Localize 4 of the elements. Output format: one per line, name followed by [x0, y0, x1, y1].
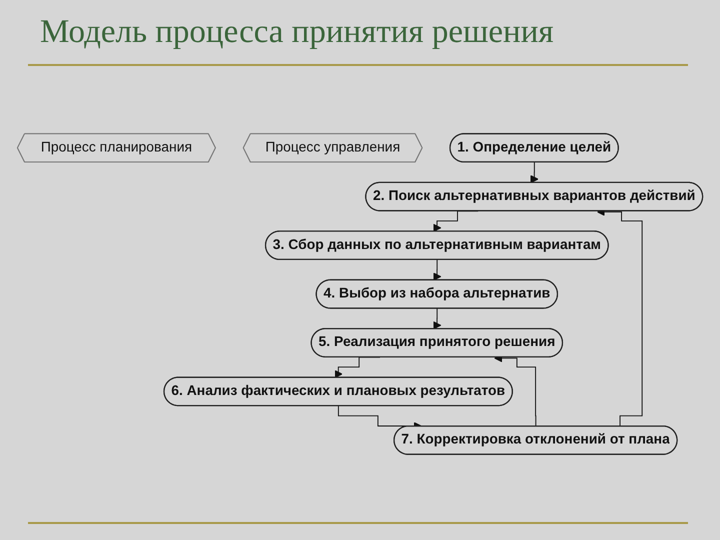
arrow	[530, 162, 539, 184]
arrow	[433, 308, 442, 330]
arrow	[433, 259, 442, 281]
diagram-title: Модель процесса принятия решения	[40, 14, 554, 51]
